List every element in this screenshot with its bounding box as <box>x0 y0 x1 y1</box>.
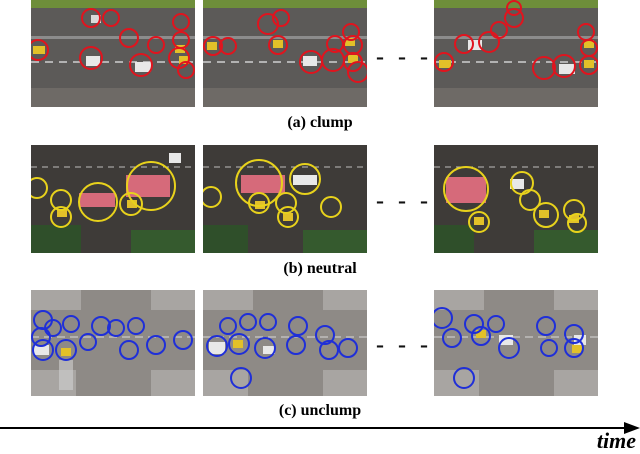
neutral-ellipsis: - - - <box>376 188 432 214</box>
clump-ellipsis: - - - <box>376 44 432 70</box>
clump-caption: (a) clump <box>287 114 353 131</box>
neutral-caption: (b) neutral <box>283 260 357 277</box>
unclump-frame-3-circles <box>434 307 584 389</box>
neutral-frame-1-image <box>31 145 195 253</box>
neutral-frame-3-circles <box>443 166 587 233</box>
unclump-caption: (c) unclump <box>278 402 362 419</box>
neutral-frame-2 <box>203 145 367 253</box>
clump-frame-3-image <box>434 0 598 107</box>
unclump-frame-2-circles <box>206 313 358 389</box>
time-axis-label: time <box>596 428 636 453</box>
neutral-frame-3-image <box>434 145 598 253</box>
neutral-frame-3 <box>434 145 598 253</box>
clump-frame-3 <box>434 0 598 107</box>
unclump-frame-2 <box>203 290 367 396</box>
clump-frame-2 <box>203 0 367 107</box>
clump-frame-1-image <box>31 0 195 107</box>
unclump-frame-3 <box>434 290 598 396</box>
unclump-frame-2-image <box>203 290 367 396</box>
clump-frame-2-image <box>203 0 367 107</box>
unclump-frame-1-image <box>31 290 195 396</box>
clump-frame-1-circles <box>31 8 195 79</box>
clump-frame-2-circles <box>203 9 367 83</box>
unclump-frame-1 <box>31 290 195 396</box>
neutral-frame-1-circles <box>31 161 176 228</box>
neutral-frame-2-image <box>203 145 367 253</box>
unclump-frame-3-image <box>434 290 598 396</box>
clump-frame-1 <box>31 0 195 107</box>
time-axis-arrow <box>0 422 640 434</box>
unclump-ellipsis: - - - <box>376 332 432 358</box>
unclump-frame-1-circles <box>31 310 193 361</box>
neutral-frame-1 <box>31 145 195 253</box>
neutral-frame-2-circles <box>203 159 342 228</box>
clump-frame-3-circles <box>434 0 598 80</box>
